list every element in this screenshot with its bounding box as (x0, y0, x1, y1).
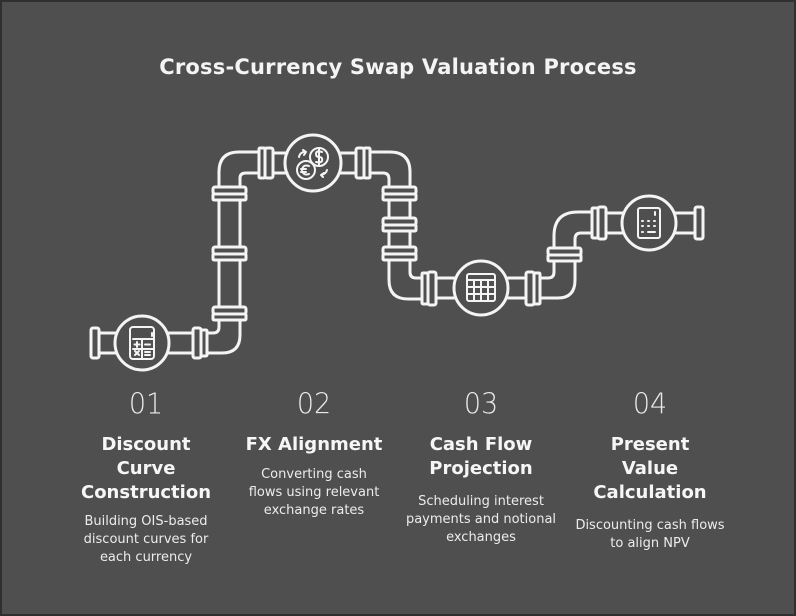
step-name: Cash Flow Projection (429, 434, 533, 479)
step-1-node (113, 314, 171, 372)
keypad-calculator-icon (637, 207, 661, 239)
step-2: 02 FX Alignment Converting cash flows us… (229, 388, 399, 520)
pipe-segment-1 (89, 146, 289, 360)
step-number: 01 (128, 388, 164, 421)
step-name: Present Value Calculation (593, 434, 707, 503)
step-4: 04 Present Value Calculation Discounting… (565, 388, 735, 553)
step-3: 03 Cash Flow Projection Scheduling inter… (396, 388, 566, 547)
step-description: Converting cash flows using relevant exc… (248, 467, 380, 518)
step-number: 03 (463, 388, 499, 421)
currency-exchange-icon (296, 147, 329, 180)
step-number: 04 (632, 388, 668, 421)
step-2-node (283, 133, 343, 193)
step-description: Scheduling interest payments and notiona… (405, 494, 557, 545)
step-name: FX Alignment (245, 434, 383, 455)
step-3-node (452, 259, 510, 317)
step-description: Discounting cash flows to align NPV (575, 518, 725, 551)
pipe-segment-3 (506, 205, 705, 307)
diagram-title: Cross-Currency Swap Valuation Process (159, 55, 637, 79)
step-4-node (620, 194, 678, 252)
calculator-icon (129, 326, 155, 360)
spreadsheet-icon (466, 273, 496, 302)
step-description: Building OIS-based discount curves for e… (83, 514, 209, 565)
pipe-segment-2 (338, 146, 456, 307)
step-number: 02 (296, 388, 332, 421)
step-1: 01 Discount Curve Construction Building … (61, 388, 231, 567)
step-name: Discount Curve Construction (80, 434, 212, 503)
